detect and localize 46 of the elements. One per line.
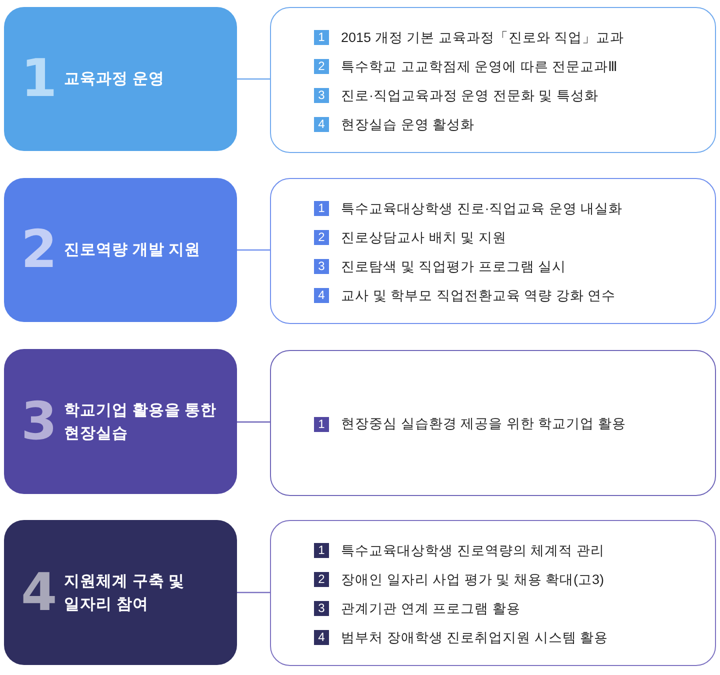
number-badge: 3 [314,601,329,616]
item-text: 장애인 일자리 사업 평가 및 채용 확대(고3) [341,570,604,588]
item-text: 현장실습 운영 활성화 [341,116,475,134]
category-title: 학교기업 활용을 통한 현장실습 [64,400,218,444]
item-text: 교사 및 학부모 직업전환교육 역량 강화 연수 [341,286,616,304]
step-number: 4 [21,566,58,618]
item-text: 현장중심 실습환경 제공을 위한 학교기업 활용 [341,415,626,433]
step-number: 2 [21,224,58,276]
step-number: 1 [21,53,58,105]
connector-line [237,421,270,423]
category-title: 지원체계 구축 및 일자리 참여 [64,571,186,614]
item-list-panel [270,350,716,496]
category-panel [4,178,237,322]
item-text: 진로상담교사 배치 및 지원 [341,228,506,246]
category-panel [4,7,237,151]
number-badge: 2 [314,230,329,245]
item-text: 특수교육대상학생 진로·직업교육 운영 내실화 [341,200,623,218]
item-text: 진로·직업교육과정 운영 전문화 및 특성화 [341,86,598,104]
number-badge: 4 [314,630,329,645]
item-text: 2015 개정 기본 교육과정「진로와 직업」교과 [341,28,624,46]
item-text: 특수교육대상학생 진로역량의 체계적 관리 [341,542,604,560]
step-number: 3 [21,396,58,448]
number-badge: 2 [314,572,329,587]
item-text: 관계기관 연계 프로그램 활용 [341,600,520,618]
item-list-panel [270,178,716,324]
category-panel [4,349,237,494]
number-badge: 1 [314,30,329,45]
category-title: 교육과정 운영 [64,69,166,90]
number-badge: 4 [314,288,329,303]
number-badge: 3 [314,88,329,103]
category-panel [4,520,237,665]
item-text: 범부처 장애학생 진로취업지원 시스템 활용 [341,628,608,646]
number-badge: 1 [314,543,329,558]
number-badge: 2 [314,59,329,74]
number-badge: 3 [314,259,329,274]
connector-line [237,78,270,80]
category-title: 진로역량 개발 지원 [64,240,202,260]
item-list-panel [270,7,716,153]
number-badge: 1 [314,416,329,432]
connector-line [237,592,270,594]
connector-line [237,249,270,251]
item-list-panel [270,520,716,666]
number-badge: 1 [314,201,329,216]
item-text: 진로탐색 및 직업평가 프로그램 실시 [341,258,566,276]
item-text: 특수학교 고교학점제 운영에 따른 전문교과Ⅲ [341,58,618,76]
number-badge: 4 [314,117,329,132]
